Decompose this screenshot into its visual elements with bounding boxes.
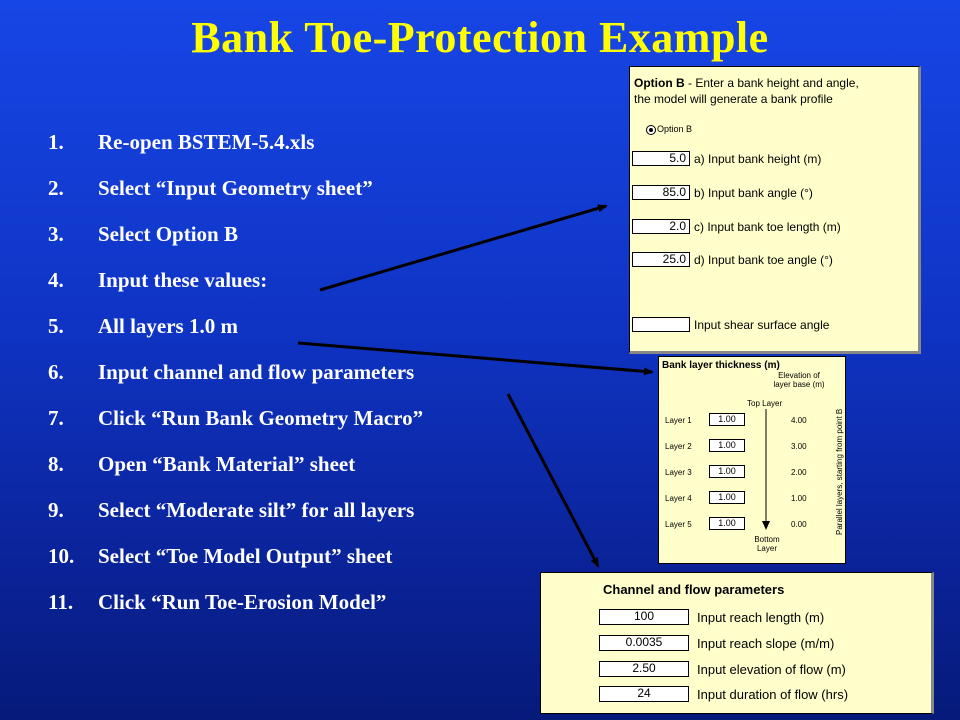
step-number: 1. [48, 130, 64, 154]
slide-title: Bank Toe-Protection Example [191, 13, 769, 62]
flow-duration-label: Input duration of flow (hrs) [697, 687, 849, 702]
layer-elevation: 3.00 [791, 442, 807, 451]
step-number: 10. [48, 544, 75, 568]
bank-height-label: a) Input bank height (m) [694, 152, 822, 166]
layer-elevation: 2.00 [791, 468, 807, 477]
flow-duration-input[interactable]: 24 [599, 686, 689, 702]
step-item: 2. Select “Input Geometry sheet” [48, 176, 373, 201]
step-item: 4. Input these values: [48, 268, 267, 293]
bank-angle-input[interactable]: 85.0 [632, 185, 690, 200]
bank-toe-length-label: c) Input bank toe length (m) [694, 220, 841, 234]
step-text: Select “Moderate silt” for all layers [98, 498, 415, 522]
step-text: Input these values: [98, 268, 268, 292]
option-b-heading-line2: the model will generate a bank profile [634, 92, 833, 106]
option-b-heading-bold: Option B [634, 76, 685, 90]
step-item: 9. Select “Moderate silt” for all layers [48, 498, 414, 523]
flow-elevation-input[interactable]: 2.50 [599, 661, 689, 677]
reach-length-label: Input reach length (m) [697, 610, 825, 625]
step-number: 2. [48, 176, 64, 200]
option-b-panel: Option B - Enter a bank height and angle… [629, 66, 921, 354]
step-text: Input channel and flow parameters [98, 360, 415, 384]
arrow-to-option-b [319, 204, 608, 292]
layer-name: Layer 3 [665, 468, 692, 477]
layer-name: Layer 5 [665, 520, 692, 529]
step-number: 9. [48, 498, 64, 522]
layer-elevation: 4.00 [791, 416, 807, 425]
layer-elevation: 1.00 [791, 494, 807, 503]
bank-layers-panel: Bank layer thickness (m) Elevation of la… [658, 356, 846, 564]
step-number: 4. [48, 268, 64, 292]
layer-thickness-input[interactable]: 1.00 [709, 491, 745, 504]
bank-angle-label: b) Input bank angle (°) [694, 186, 813, 200]
step-text: Select “Input Geometry sheet” [98, 176, 373, 200]
channel-flow-panel: Channel and flow parameters 100 Input re… [540, 572, 934, 714]
option-b-heading-rest: - Enter a bank height and angle, [684, 76, 859, 90]
shear-surface-angle-input[interactable] [632, 317, 690, 332]
radio-dot-icon [649, 128, 653, 132]
arrow-to-bank-layers [297, 341, 654, 376]
shear-surface-angle-label: Input shear surface angle [694, 318, 830, 332]
arrow-to-channel-flow [506, 393, 600, 568]
option-b-heading: Option B - Enter a bank height and angle… [634, 76, 859, 90]
flow-elevation-label: Input elevation of flow (m) [697, 662, 846, 677]
step-item: 10. Select “Toe Model Output” sheet [48, 544, 392, 569]
top-layer-label: Top Layer [747, 399, 783, 408]
bank-toe-angle-input[interactable]: 25.0 [632, 252, 690, 267]
option-b-radio-label: Option B [657, 124, 693, 134]
reach-slope-label: Input reach slope (m/m) [697, 636, 835, 651]
step-number: 7. [48, 406, 64, 430]
step-item: 7. Click “Run Bank Geometry Macro” [48, 406, 423, 431]
step-item: 6. Input channel and flow parameters [48, 360, 414, 385]
bottom-layer-label: Bottom Layer [754, 535, 780, 553]
step-number: 3. [48, 222, 64, 246]
step-text: Click “Run Bank Geometry Macro” [98, 406, 424, 430]
step-text: Select “Toe Model Output” sheet [98, 544, 393, 568]
layer-thickness-input[interactable]: 1.00 [709, 413, 745, 426]
bank-toe-length-input[interactable]: 2.0 [632, 219, 690, 234]
layer-name: Layer 2 [665, 442, 692, 451]
bank-layers-title: Bank layer thickness (m) [662, 360, 780, 371]
bank-toe-angle-label: d) Input bank toe angle (°) [694, 253, 833, 267]
step-number: 11. [48, 590, 74, 614]
step-item: 3. Select Option B [48, 222, 238, 247]
step-item: 11. Click “Run Toe-Erosion Model” [48, 590, 386, 615]
step-number: 8. [48, 452, 64, 476]
step-item: 5. All layers 1.0 m [48, 314, 238, 339]
reach-slope-input[interactable]: 0.0035 [599, 635, 689, 651]
step-text: Select Option B [98, 222, 238, 246]
step-text: All layers 1.0 m [98, 314, 238, 338]
layer-order-arrow-icon [762, 409, 770, 530]
layer-thickness-input[interactable]: 1.00 [709, 517, 745, 530]
layer-thickness-input[interactable]: 1.00 [709, 465, 745, 478]
bank-height-input[interactable]: 5.0 [632, 151, 690, 166]
layer-elevation: 0.00 [791, 520, 807, 529]
channel-flow-title: Channel and flow parameters [603, 582, 785, 597]
step-number: 5. [48, 314, 64, 338]
step-number: 6. [48, 360, 64, 384]
layer-thickness-input[interactable]: 1.00 [709, 439, 745, 452]
elevation-header: Elevation of layer base (m) [773, 371, 825, 389]
step-item: 1. Re-open BSTEM-5.4.xls [48, 130, 314, 155]
layer-name: Layer 4 [665, 494, 692, 503]
step-text: Open “Bank Material” sheet [98, 452, 356, 476]
option-b-radio[interactable] [646, 125, 656, 135]
step-item: 8. Open “Bank Material” sheet [48, 452, 355, 477]
step-text: Re-open BSTEM-5.4.xls [98, 130, 315, 154]
layer-name: Layer 1 [665, 416, 692, 425]
step-text: Click “Run Toe-Erosion Model” [98, 590, 387, 614]
reach-length-input[interactable]: 100 [599, 609, 689, 625]
